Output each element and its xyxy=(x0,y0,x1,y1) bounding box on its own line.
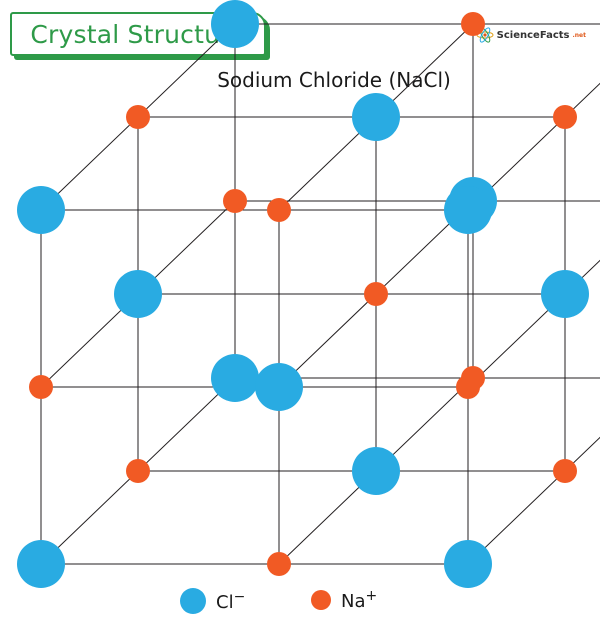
logo-name: ScienceFacts xyxy=(496,29,570,41)
diagram-subtitle: Sodium Chloride (NaCl) xyxy=(217,68,451,92)
legend: Cl− Na+ xyxy=(0,588,600,618)
page-title: Crystal Structure xyxy=(30,19,246,49)
legend-label-chloride: Cl− xyxy=(216,589,246,613)
chloride-swatch xyxy=(180,588,206,614)
sodium-ion xyxy=(461,12,485,36)
logo-tld: .net xyxy=(572,31,587,39)
sodium-ion xyxy=(267,198,291,222)
sodium-ion xyxy=(364,282,388,306)
lattice-ions xyxy=(17,0,589,588)
chloride-ion xyxy=(255,363,303,411)
sodium-ion xyxy=(126,105,150,129)
sodium-ion xyxy=(267,552,291,576)
sodium-ion xyxy=(456,375,480,399)
chloride-ion xyxy=(17,186,65,234)
chloride-ion xyxy=(352,447,400,495)
sodium-ion xyxy=(126,459,150,483)
legend-item-sodium: Na+ xyxy=(308,588,377,612)
chloride-ion xyxy=(541,270,589,318)
chloride-ion xyxy=(114,270,162,318)
sodium-ion xyxy=(29,375,53,399)
chloride-ion xyxy=(17,540,65,588)
sodium-ion xyxy=(553,459,577,483)
legend-item-chloride: Cl− xyxy=(180,588,245,614)
chloride-ion xyxy=(211,354,259,402)
sodium-ion xyxy=(553,105,577,129)
chloride-ion xyxy=(444,540,492,588)
chloride-ion xyxy=(444,186,492,234)
legend-label-sodium: Na+ xyxy=(341,588,378,612)
sodium-ion xyxy=(223,189,247,213)
chloride-ion xyxy=(352,93,400,141)
chloride-ion xyxy=(211,0,259,48)
sodium-swatch xyxy=(311,590,331,610)
